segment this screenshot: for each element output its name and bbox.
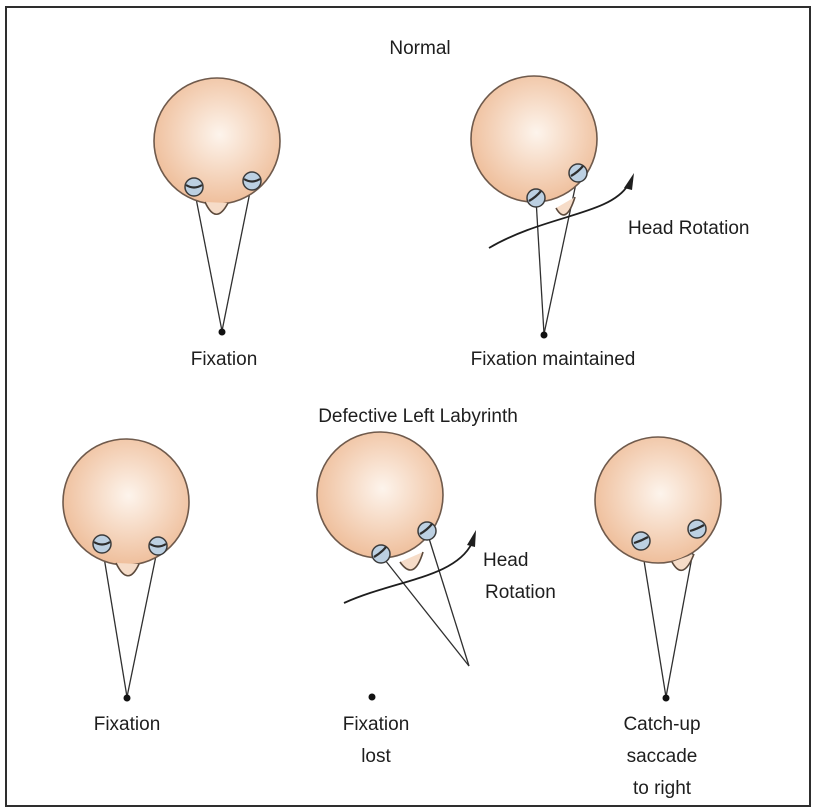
line-of-sight-left bbox=[101, 544, 128, 698]
left-eye bbox=[184, 177, 204, 197]
head bbox=[153, 77, 281, 205]
panel-label: Fixation maintained bbox=[471, 349, 636, 370]
head-rotation-arrow bbox=[488, 173, 634, 249]
panel-label: Fixation bbox=[191, 349, 258, 370]
head-rotation-label: Head bbox=[483, 550, 528, 571]
normal-section-title: Normal bbox=[389, 38, 450, 59]
fixation-target bbox=[123, 694, 131, 702]
line-of-sight-right bbox=[221, 181, 253, 332]
fixation-target bbox=[540, 331, 548, 339]
figure-frame bbox=[5, 6, 811, 807]
line-of-sight-left bbox=[535, 198, 545, 335]
left-eye bbox=[371, 544, 391, 564]
head-rotation-label: Head Rotation bbox=[628, 218, 749, 239]
panel-label: to right bbox=[633, 778, 692, 799]
left-eye bbox=[526, 188, 546, 208]
line-of-sight-right bbox=[126, 545, 159, 698]
panel-label: Fixation bbox=[343, 714, 410, 735]
left-eye bbox=[92, 534, 112, 554]
right-eye bbox=[687, 519, 707, 539]
line-of-sight-left bbox=[640, 541, 667, 698]
head bbox=[470, 75, 598, 203]
panel-normal-rotated: Head Rotation Fixation maintained bbox=[470, 75, 749, 370]
left-eye bbox=[631, 531, 651, 551]
nose bbox=[399, 551, 424, 571]
fixation-target bbox=[368, 693, 376, 701]
fixation-target bbox=[218, 328, 226, 336]
head bbox=[594, 436, 722, 564]
nose bbox=[204, 201, 229, 216]
panel-defective-saccade: Catch-up saccade to right bbox=[594, 436, 722, 799]
right-eye bbox=[417, 521, 437, 541]
fixation-target bbox=[662, 694, 670, 702]
panel-normal-rest: Fixation bbox=[153, 77, 281, 370]
nose bbox=[555, 196, 576, 216]
defective-section-title: Defective Left Labyrinth bbox=[318, 406, 518, 427]
head bbox=[62, 438, 190, 566]
head-rotation-label: Rotation bbox=[485, 582, 556, 603]
panel-defective-rest: Fixation bbox=[62, 438, 190, 735]
panel-label: lost bbox=[361, 746, 391, 767]
panel-defective-rotated: Head Rotation Fixation lost bbox=[316, 431, 556, 767]
line-of-sight-right bbox=[426, 531, 470, 667]
right-eye bbox=[242, 171, 262, 191]
nose bbox=[671, 553, 695, 572]
panel-label: Catch-up bbox=[623, 714, 700, 735]
right-eye bbox=[148, 536, 168, 556]
panel-label: saccade bbox=[627, 746, 698, 767]
head-rotation-arrow bbox=[343, 530, 476, 604]
nose bbox=[115, 562, 140, 577]
line-of-sight-left bbox=[193, 187, 223, 332]
line-of-sight-left bbox=[380, 554, 470, 667]
right-eye bbox=[568, 163, 588, 183]
panel-label: Fixation bbox=[94, 714, 161, 735]
